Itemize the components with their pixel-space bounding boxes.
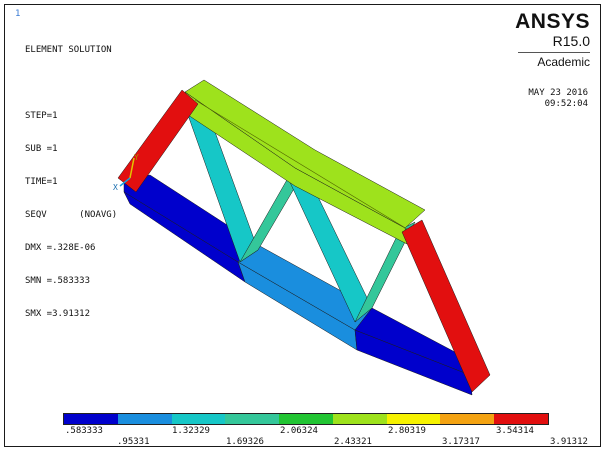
info-line: SMX =3.91312 xyxy=(25,309,91,319)
logo-edition: Academic xyxy=(537,55,590,69)
info-line: SMN =.583333 xyxy=(25,276,91,286)
legend-band xyxy=(279,414,333,424)
legend-band xyxy=(386,414,441,424)
legend-band xyxy=(225,414,280,424)
diagonal-4 xyxy=(354,221,416,323)
logo-divider xyxy=(518,52,590,53)
legend-tick-label: 2.06324 xyxy=(280,426,318,436)
legend-band xyxy=(171,414,226,424)
triad-x-label: X xyxy=(113,183,118,192)
top-chord xyxy=(184,79,426,245)
info-line: STEP=1 xyxy=(25,111,58,121)
legend-band xyxy=(332,414,387,424)
info-line: ELEMENT SOLUTION xyxy=(25,45,112,55)
end-posts xyxy=(117,89,491,393)
legend-band xyxy=(117,414,172,424)
legend-band xyxy=(440,414,495,424)
legend-tick-label: 2.43321 xyxy=(334,437,372,447)
end-post-left xyxy=(117,89,199,193)
contour-legend-bar xyxy=(63,413,549,425)
timestamp: MAY 23 2016 09:52:04 xyxy=(528,88,588,110)
legend-tick-label: 1.32329 xyxy=(172,426,210,436)
triad-y-label: Y xyxy=(134,153,139,162)
coordinate-triad: Y X xyxy=(113,153,139,192)
triad-x-axis xyxy=(119,177,131,187)
legend-tick-label: 3.91312 xyxy=(550,437,588,447)
web-diagonals xyxy=(187,109,416,323)
legend-tick-label: 2.80319 xyxy=(388,426,426,436)
window-number: 1 xyxy=(15,9,21,19)
timestamp-time: 09:52:04 xyxy=(544,99,588,109)
legend-tick-label: .95331 xyxy=(117,437,150,447)
legend-band xyxy=(64,414,118,424)
info-line: DMX =.328E-06 xyxy=(25,243,96,253)
info-line: SEQV (NOAVG) xyxy=(25,210,118,220)
legend-band xyxy=(494,414,549,424)
info-line: TIME=1 xyxy=(25,177,58,187)
legend-tick-label: 3.54314 xyxy=(496,426,534,436)
legend-tick-label: 3.17317 xyxy=(442,437,480,447)
graphics-window[interactable]: 1 ELEMENT SOLUTION STEP=1 SUB =1 TIME=1 … xyxy=(4,4,601,447)
info-line: SUB =1 xyxy=(25,144,58,154)
triad-y-axis xyxy=(129,157,135,179)
solution-info-block: ELEMENT SOLUTION STEP=1 SUB =1 TIME=1 SE… xyxy=(25,23,117,342)
end-post-right xyxy=(401,219,491,393)
legend-tick-labels: .583333 .95331 1.32329 1.69326 2.06324 2… xyxy=(0,425,605,451)
timestamp-date: MAY 23 2016 xyxy=(528,88,588,98)
legend-tick-label: .583333 xyxy=(65,426,103,436)
logo-version: R15.0 xyxy=(552,33,590,49)
legend-tick-label: 1.69326 xyxy=(226,437,264,447)
top-chord-edge xyxy=(194,99,413,233)
ansys-logo: ANSYS R15.0 Academic xyxy=(515,11,590,69)
logo-name: ANSYS xyxy=(515,10,590,33)
